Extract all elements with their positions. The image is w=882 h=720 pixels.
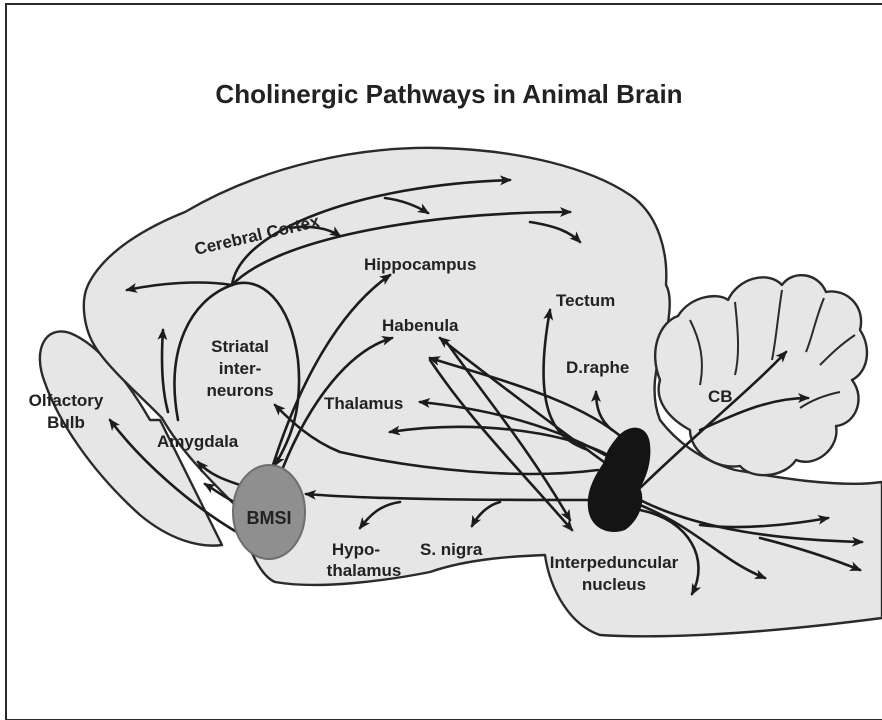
label-interpeduncular-2: nucleus [582,575,646,594]
label-thalamus: Thalamus [324,394,403,413]
label-s-nigra: S. nigra [420,540,483,559]
label-hypothalamus-2: thalamus [327,561,402,580]
label-cb: CB [708,387,733,406]
diagram-title: Cholinergic Pathways in Animal Brain [215,79,682,109]
label-striatal-2: inter- [219,359,262,378]
label-d-raphe: D.raphe [566,358,629,377]
label-hypothalamus-1: Hypo- [332,540,380,559]
label-striatal-3: neurons [206,381,273,400]
label-striatal-1: Striatal [211,337,269,356]
label-habenula: Habenula [382,316,459,335]
label-bmsi: BMSI [247,508,292,528]
label-olfactory-1: Olfactory [29,391,104,410]
label-olfactory-2: Bulb [47,413,85,432]
label-amygdala: Amygdala [157,432,239,451]
label-hippocampus: Hippocampus [364,255,476,274]
label-tectum: Tectum [556,291,615,310]
label-interpeduncular-1: Interpeduncular [550,553,679,572]
